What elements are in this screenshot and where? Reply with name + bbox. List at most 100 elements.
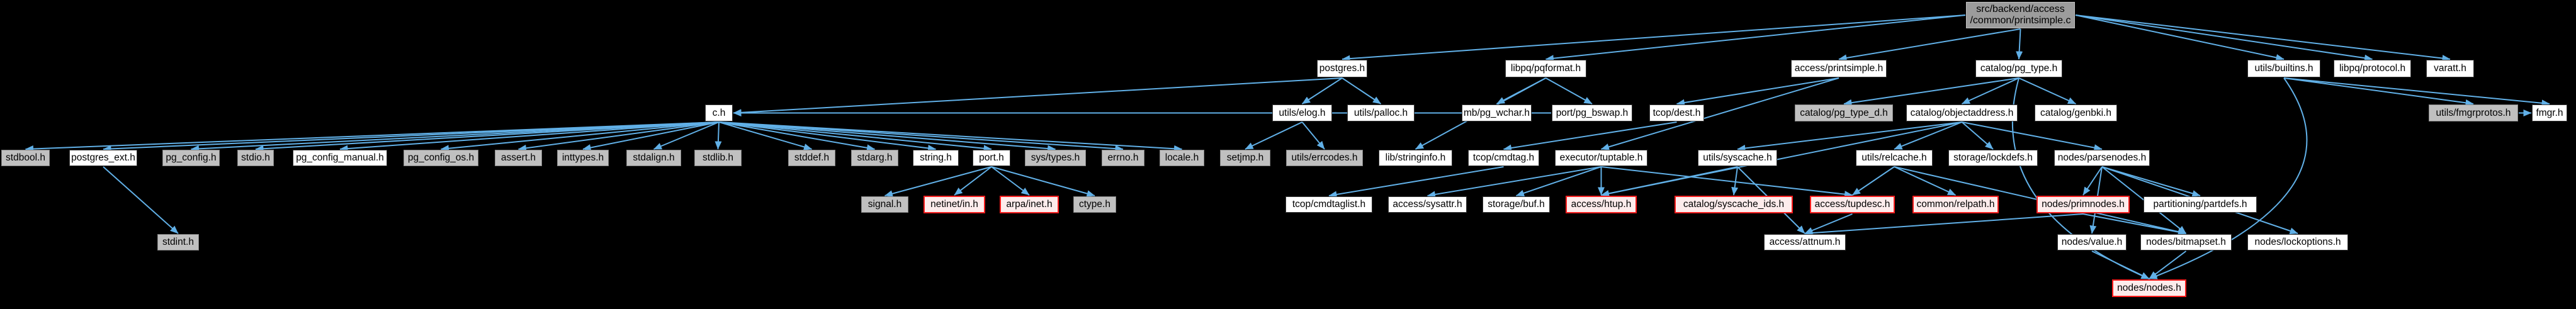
graph-node-pg_wchar[interactable]: mb/pg_wchar.h: [1462, 104, 1532, 121]
graph-node-bitmapset[interactable]: nodes/bitmapset.h: [2140, 234, 2232, 250]
graph-node-elog[interactable]: utils/elog.h: [1272, 104, 1332, 121]
edge-root-to-builtins: [2075, 14, 2285, 61]
graph-node-errno[interactable]: errno.h: [1102, 150, 1144, 166]
edge-c_h-to-port: [718, 121, 992, 152]
graph-node-sysattr[interactable]: access/sysattr.h: [1388, 196, 1467, 213]
graph-node-objectaddress[interactable]: catalog/objectaddress.h: [1906, 104, 2018, 121]
edge-builtins-to-nodes_nodes: [2149, 77, 2308, 279]
graph-node-cmdtaglist[interactable]: tcop/cmdtaglist.h: [1285, 196, 1372, 213]
graph-node-arpa[interactable]: arpa/inet.h: [1000, 196, 1059, 213]
graph-node-fmgrprotos[interactable]: utils/fmgrprotos.h: [2429, 104, 2518, 121]
graph-node-netinet[interactable]: netinet/in.h: [924, 196, 985, 213]
graph-node-parsenodes[interactable]: nodes/parsenodes.h: [2054, 150, 2150, 166]
edge-tuptable-to-sysattr: [1427, 166, 1602, 198]
edge-root-to-protocol: [2075, 14, 2373, 62]
graph-node-string[interactable]: string.h: [913, 150, 959, 166]
graph-node-postgres[interactable]: postgres.h: [1317, 60, 1367, 77]
edge-c_h-to-sys_types: [718, 121, 1056, 152]
edge-pqformat-to-pg_bswap: [1545, 77, 1593, 104]
edge-c_h-to-string: [718, 121, 936, 152]
graph-node-syscache_ids[interactable]: catalog/syscache_ids.h: [1675, 196, 1793, 213]
edge-c_h-to-postgres_ext: [103, 121, 720, 152]
edge-syscache-to-syscache_ids: [1731, 166, 1739, 196]
edge-port-to-netinet: [954, 166, 992, 196]
graph-node-relcache[interactable]: utils/relcache.h: [1856, 150, 1933, 166]
graph-node-fmgr[interactable]: fmgr.h: [2532, 104, 2567, 121]
edge-builtins-to-fmgrprotos: [2283, 77, 2474, 106]
graph-node-stddef[interactable]: stddef.h: [788, 150, 835, 166]
graph-node-primnodes[interactable]: nodes/primnodes.h: [2037, 196, 2130, 213]
graph-node-tuptable[interactable]: executor/tuptable.h: [1555, 150, 1647, 166]
graph-node-genbki[interactable]: catalog/genbki.h: [2035, 104, 2117, 121]
edge-primnodes-to-attnum: [1804, 213, 2084, 237]
edge-postgres-to-palloc: [1342, 77, 1382, 104]
graph-node-ctype[interactable]: ctype.h: [1073, 196, 1116, 213]
graph-node-setjmp[interactable]: setjmp.h: [1220, 150, 1270, 166]
edge-printsimple-to-tuptable: [1601, 77, 1839, 150]
graph-node-partdefs[interactable]: partitioning/partdefs.h: [2144, 196, 2257, 213]
edge-dest-to-cmdtag: [1503, 121, 1677, 152]
graph-node-assert[interactable]: assert.h: [495, 150, 542, 166]
graph-node-relpath[interactable]: common/relpath.h: [1912, 196, 1999, 213]
graph-node-dest[interactable]: tcop/dest.h: [1649, 104, 1704, 121]
edge-relcache-to-relpath: [1894, 166, 1956, 196]
edge-builtins-to-fmgr: [2283, 77, 2550, 107]
edge-parsenodes-to-partdefs: [2101, 166, 2201, 197]
edge-bitmapset-to-nodes_nodes: [2149, 250, 2187, 279]
graph-node-postgres_ext[interactable]: postgres_ext.h: [69, 150, 137, 166]
graph-node-stdlib[interactable]: stdlib.h: [694, 150, 742, 166]
graph-node-syscache[interactable]: utils/syscache.h: [1698, 150, 1777, 166]
edge-objectaddress-to-parsenodes: [1962, 121, 2103, 152]
graph-node-signal[interactable]: signal.h: [861, 196, 908, 213]
graph-node-palloc[interactable]: utils/palloc.h: [1347, 104, 1415, 121]
graph-node-attnum[interactable]: access/attnum.h: [1764, 234, 1846, 250]
graph-node-stdalign[interactable]: stdalign.h: [626, 150, 681, 166]
edge-postgres-to-elog: [1301, 77, 1343, 104]
graph-node-stringinfo[interactable]: lib/stringinfo.h: [1379, 150, 1452, 166]
graph-node-sys_types[interactable]: sys/types.h: [1025, 150, 1086, 166]
graph-node-pg_config_os[interactable]: pg_config_os.h: [404, 150, 478, 166]
graph-node-printsimple[interactable]: access/printsimple.h: [1791, 60, 1887, 77]
graph-node-builtins[interactable]: utils/builtins.h: [2247, 60, 2320, 77]
graph-node-varatt[interactable]: varatt.h: [2426, 60, 2474, 77]
edge-tuptable-to-tupdesc: [1601, 166, 1853, 198]
graph-node-root[interactable]: src/backend/access /common/printsimple.c: [1966, 2, 2075, 28]
graph-node-pg_config[interactable]: pg_config.h: [162, 150, 220, 166]
edge-parsenodes-to-primnodes: [2082, 166, 2103, 196]
graph-node-tupdesc[interactable]: access/tupdesc.h: [1810, 196, 1895, 213]
edge-c_h-to-stdlib: [715, 121, 722, 150]
graph-node-protocol[interactable]: libpq/protocol.h: [2334, 60, 2411, 77]
graph-node-pg_type[interactable]: catalog/pg_type.h: [1975, 60, 2062, 77]
edge-objectaddress-to-lockdefs: [1961, 121, 1994, 150]
graph-node-stdio[interactable]: stdio.h: [237, 150, 274, 166]
graph-node-lockoptions[interactable]: nodes/lockoptions.h: [2247, 234, 2348, 250]
edge-relcache-to-tupdesc: [1851, 166, 1895, 196]
graph-node-value[interactable]: nodes/value.h: [2057, 234, 2127, 250]
graph-node-cmdtag[interactable]: tcop/cmdtag.h: [1468, 150, 1539, 166]
graph-node-pg_config_manual[interactable]: pg_config_manual.h: [293, 150, 387, 166]
edge-pg_type-to-objectaddress: [1962, 77, 2020, 104]
graph-node-port[interactable]: port.h: [973, 150, 1010, 166]
graph-node-pg_type_d[interactable]: catalog/pg_type_d.h: [1795, 104, 1893, 121]
edge-c_h-to-pg_config_os: [441, 121, 720, 152]
graph-node-pqformat[interactable]: libpq/pqformat.h: [1505, 60, 1586, 77]
graph-node-htup[interactable]: access/htup.h: [1566, 196, 1637, 213]
edge-elog-to-setjmp: [1245, 121, 1302, 150]
graph-node-lockdefs[interactable]: storage/lockdefs.h: [1948, 150, 2038, 166]
graph-node-stdarg[interactable]: stdarg.h: [851, 150, 898, 166]
graph-node-stdint[interactable]: stdint.h: [157, 234, 199, 250]
graph-node-inttypes[interactable]: inttypes.h: [557, 150, 609, 166]
graph-node-pg_bswap[interactable]: port/pg_bswap.h: [1552, 104, 1632, 121]
edge-c_h-to-inttypes: [582, 121, 720, 151]
graph-node-buf[interactable]: storage/buf.h: [1483, 196, 1550, 213]
edge-port-to-signal: [884, 166, 992, 198]
graph-node-c_h[interactable]: c.h: [705, 104, 733, 121]
graph-node-locale[interactable]: locale.h: [1160, 150, 1204, 166]
edge-port-to-arpa: [991, 166, 1030, 196]
edge-c_h-to-assert: [518, 121, 720, 152]
graph-node-nodes_nodes[interactable]: nodes/nodes.h: [2112, 279, 2186, 297]
graph-node-errcodes[interactable]: utils/errcodes.h: [1286, 150, 1363, 166]
graph-node-stdbool[interactable]: stdbool.h: [1, 150, 50, 166]
edge-port-to-ctype: [991, 166, 1095, 197]
